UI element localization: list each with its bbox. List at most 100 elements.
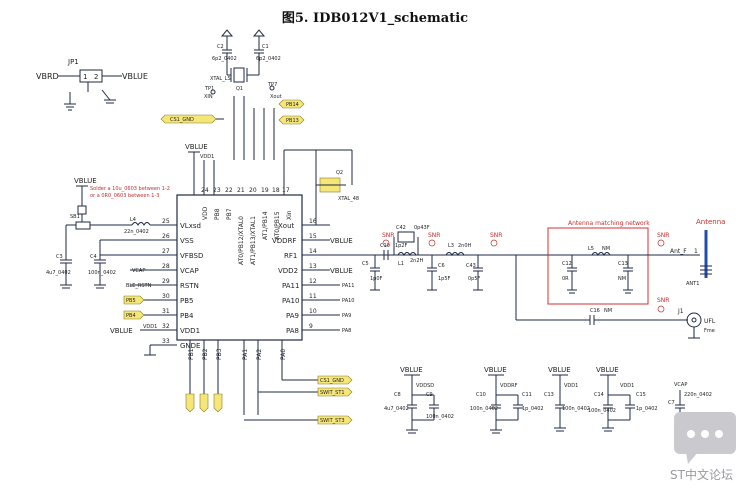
tp1-ref: TP1	[204, 86, 214, 92]
rf-c5-val: 1p0F	[370, 276, 383, 282]
cap2-val2: 1p_0402	[522, 406, 544, 412]
pin-17: 17	[282, 187, 290, 194]
c3-ref: C3	[56, 254, 63, 260]
c16-ref: C16	[590, 308, 600, 314]
left-vblue-2: VBLUE	[110, 327, 133, 335]
crystal-ref: Q1	[236, 86, 243, 92]
rf-l3-val: 2n0H	[458, 243, 472, 249]
label-vdd1: VDD1	[180, 327, 200, 335]
label-pb2: PB2	[202, 348, 209, 360]
label-vlxsd: VLxsd	[180, 222, 201, 230]
label-pa1: PA1	[242, 349, 249, 360]
label-pa9: PA9	[286, 312, 299, 320]
net-pa8: PA8	[342, 328, 351, 334]
snr-2: SNR	[428, 232, 440, 239]
cap2-val: 100n_0402	[470, 406, 498, 412]
pin-26: 26	[162, 233, 170, 240]
label-pb12: AT0/PB12/XTAL0	[238, 216, 245, 265]
label-pa11: PA11	[282, 282, 299, 290]
c2-value: 6p2_0402	[212, 56, 237, 62]
antenna-matching-network: Antenna matching network C16 NM C12 0R L…	[515, 220, 700, 325]
cap2-pin: VDDRF	[500, 383, 518, 389]
vblue-vddrf: VBLUE	[330, 237, 353, 245]
pin-16: 16	[309, 218, 317, 225]
cap4-ref: C14	[594, 392, 604, 398]
crystal-2: Q2 XTAL_48	[316, 149, 359, 202]
flag-pb14: PB14	[286, 102, 299, 108]
label-pb8: PB8	[214, 208, 221, 220]
snr-5: SNR	[657, 297, 669, 304]
rf-c43-val: 0p5F	[468, 276, 481, 282]
c2-ref: C2	[217, 44, 224, 50]
cap1-ref: C8	[394, 392, 401, 398]
mcu-chip: VBLUE VDD1 24 23 22 21 20 19 18 17 VDD P…	[100, 143, 380, 421]
snr-1: SNR	[382, 232, 394, 239]
l4-ref: L4	[130, 217, 136, 223]
c1-value: 6p2_0402	[256, 56, 281, 62]
ant-f-label: Ant_F	[670, 248, 687, 255]
cap1-net: VBLUE	[400, 366, 423, 374]
ufl-label: UFL	[704, 318, 716, 325]
q2-type: XTAL_48	[338, 196, 359, 202]
cap5-net: VCAP	[674, 382, 687, 388]
left-power-section: VBLUE Solder a 10u_0603 between 1-2 or a…	[46, 177, 170, 356]
jumper-jp1: JP1 1 2 VBRD VBLUE	[36, 58, 148, 111]
left-vblue: VBLUE	[74, 177, 97, 185]
pin-13: 13	[309, 263, 317, 270]
pin-15: 15	[309, 233, 317, 240]
cap4-net: VBLUE	[596, 366, 619, 374]
pin-29: 29	[162, 278, 170, 285]
j1-ref: J1	[677, 308, 684, 315]
solder-note-2: or a 0R0_0603 between 1-3	[90, 193, 159, 199]
vcap-net: VCAP	[132, 268, 145, 274]
crystal-type: XTAL_LS	[210, 76, 231, 82]
label-pb14: AT1/PB14	[262, 211, 269, 240]
pin-19: 19	[261, 187, 269, 194]
rf-c10-val: 1p2F	[395, 243, 408, 249]
snr-4: SNR	[657, 232, 669, 239]
jp1-pin2: 2	[94, 73, 98, 81]
label-pb13: AT1/PB13/XTAL1	[250, 216, 257, 265]
jp1-ref: JP1	[67, 58, 79, 66]
cap1-val: 4u7_0402	[384, 406, 409, 412]
label-pa2: PA2	[256, 349, 263, 360]
l4-value: 22n_0402	[124, 229, 149, 235]
jp1-vblue-net-label: VBLUE	[122, 72, 148, 81]
c16-val: NM	[604, 308, 612, 314]
label-vdd: VDD	[202, 206, 209, 220]
net-flags: CS1_GND PB14 PB13	[160, 99, 305, 125]
st-forum-watermark-logo	[674, 412, 736, 464]
pin-33: 33	[162, 338, 170, 345]
flag-bottom-3: SWIT_ST3	[320, 418, 345, 424]
cap3-ref: C13	[544, 392, 554, 398]
pin-27: 27	[162, 248, 170, 255]
c4-value: 100n_0402	[88, 270, 116, 276]
ant-pin1: 1	[694, 248, 698, 255]
c12-val: 0R	[562, 276, 569, 282]
cap2-net: VBLUE	[484, 366, 507, 374]
cap4-val2: 1p_0402	[636, 406, 658, 412]
cap3-pin: VDD1	[564, 383, 578, 389]
flag-bottom-1: CS1_GND	[320, 378, 344, 384]
rf-c43-ref: C43	[466, 263, 476, 269]
flag-pb13: PB13	[286, 118, 299, 124]
rf-c5-ref: C5	[362, 261, 369, 267]
net-pa9: PA9	[342, 313, 351, 319]
label-vfbsd: VFBSD	[180, 252, 203, 260]
vbrd-net-label: VBRD	[36, 72, 59, 81]
cap1-val2: 100n_0402	[426, 414, 454, 420]
jp1-pin1: 1	[83, 73, 87, 81]
pin-31: 31	[162, 308, 170, 315]
label-pb3: PB3	[216, 348, 223, 360]
snr-3: SNR	[490, 232, 502, 239]
cap3-net: VBLUE	[548, 366, 571, 374]
l5-ref: L5	[588, 246, 594, 252]
rf-l1-ref: L1	[398, 261, 404, 267]
rf-c42-val: 0p43F	[414, 225, 430, 231]
cap2-ref2: C11	[522, 392, 532, 398]
net-pa11: PA11	[342, 283, 354, 289]
c13-val: NM	[618, 276, 626, 282]
figure-title: 图5. IDB012V1_schematic	[281, 11, 469, 26]
label-vss: VSS	[180, 237, 194, 245]
chip-top-labels: VDD PB8 PB7 AT0/PB12/XTAL0 AT1/PB13/XTAL…	[202, 206, 293, 265]
